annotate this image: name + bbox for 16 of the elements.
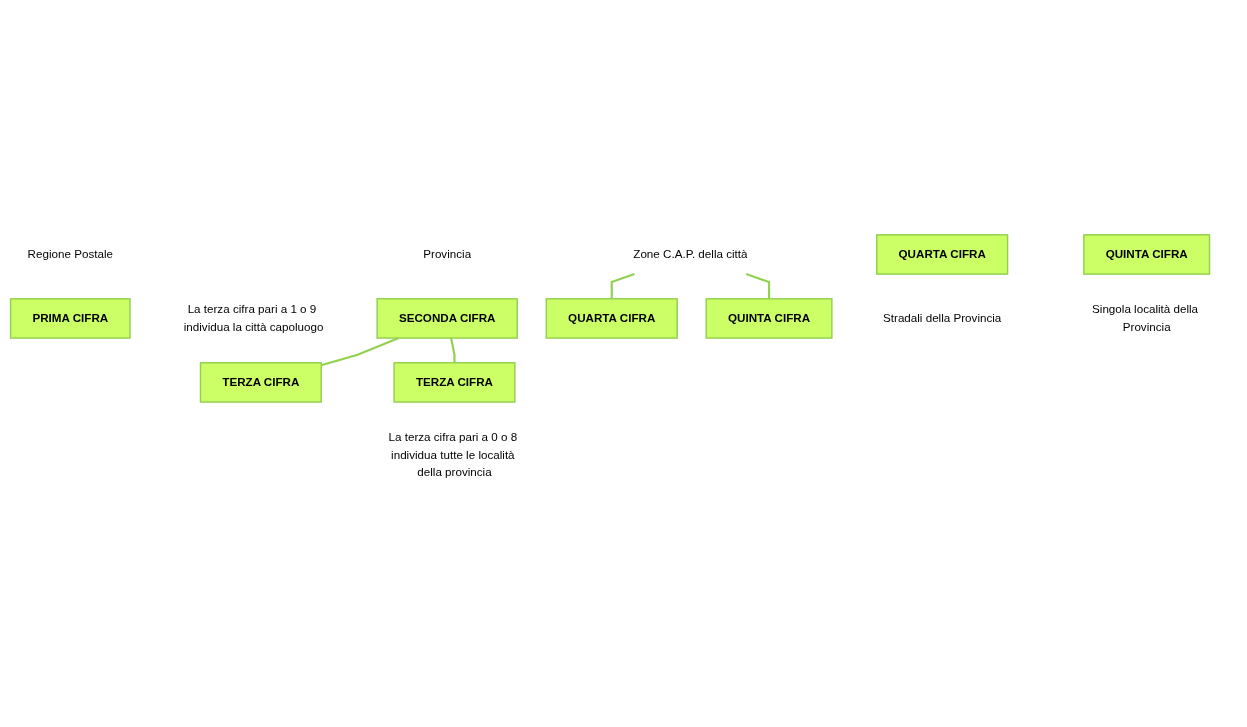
node-label: Singola località della Provincia <box>1092 303 1199 333</box>
node-box: TERZA CIFRA <box>199 362 322 403</box>
node-label: Stradali della Provincia <box>883 311 1002 325</box>
node-text: Zone C.A.P. della città <box>633 247 748 261</box>
node-box: QUINTA CIFRA <box>1083 234 1211 275</box>
node-box: PRIMA CIFRA <box>9 298 131 339</box>
node-label: Provincia <box>423 247 472 261</box>
node-box: QUINTA CIFRA <box>705 298 833 339</box>
node-box: QUARTA CIFRA <box>876 234 1009 275</box>
node-box: SECONDA CIFRA <box>376 298 518 339</box>
node-label: Regione Postale <box>27 247 113 261</box>
connector <box>450 337 456 363</box>
node-label: La terza cifra pari a 0 o 8 individua tutte le località della provincia <box>388 431 518 479</box>
node-label: La terza cifra pari a 1 o 9 individua la città capoluogo <box>183 303 324 333</box>
node-box: TERZA CIFRA <box>393 362 516 403</box>
node-box: QUARTA CIFRA <box>545 298 678 339</box>
